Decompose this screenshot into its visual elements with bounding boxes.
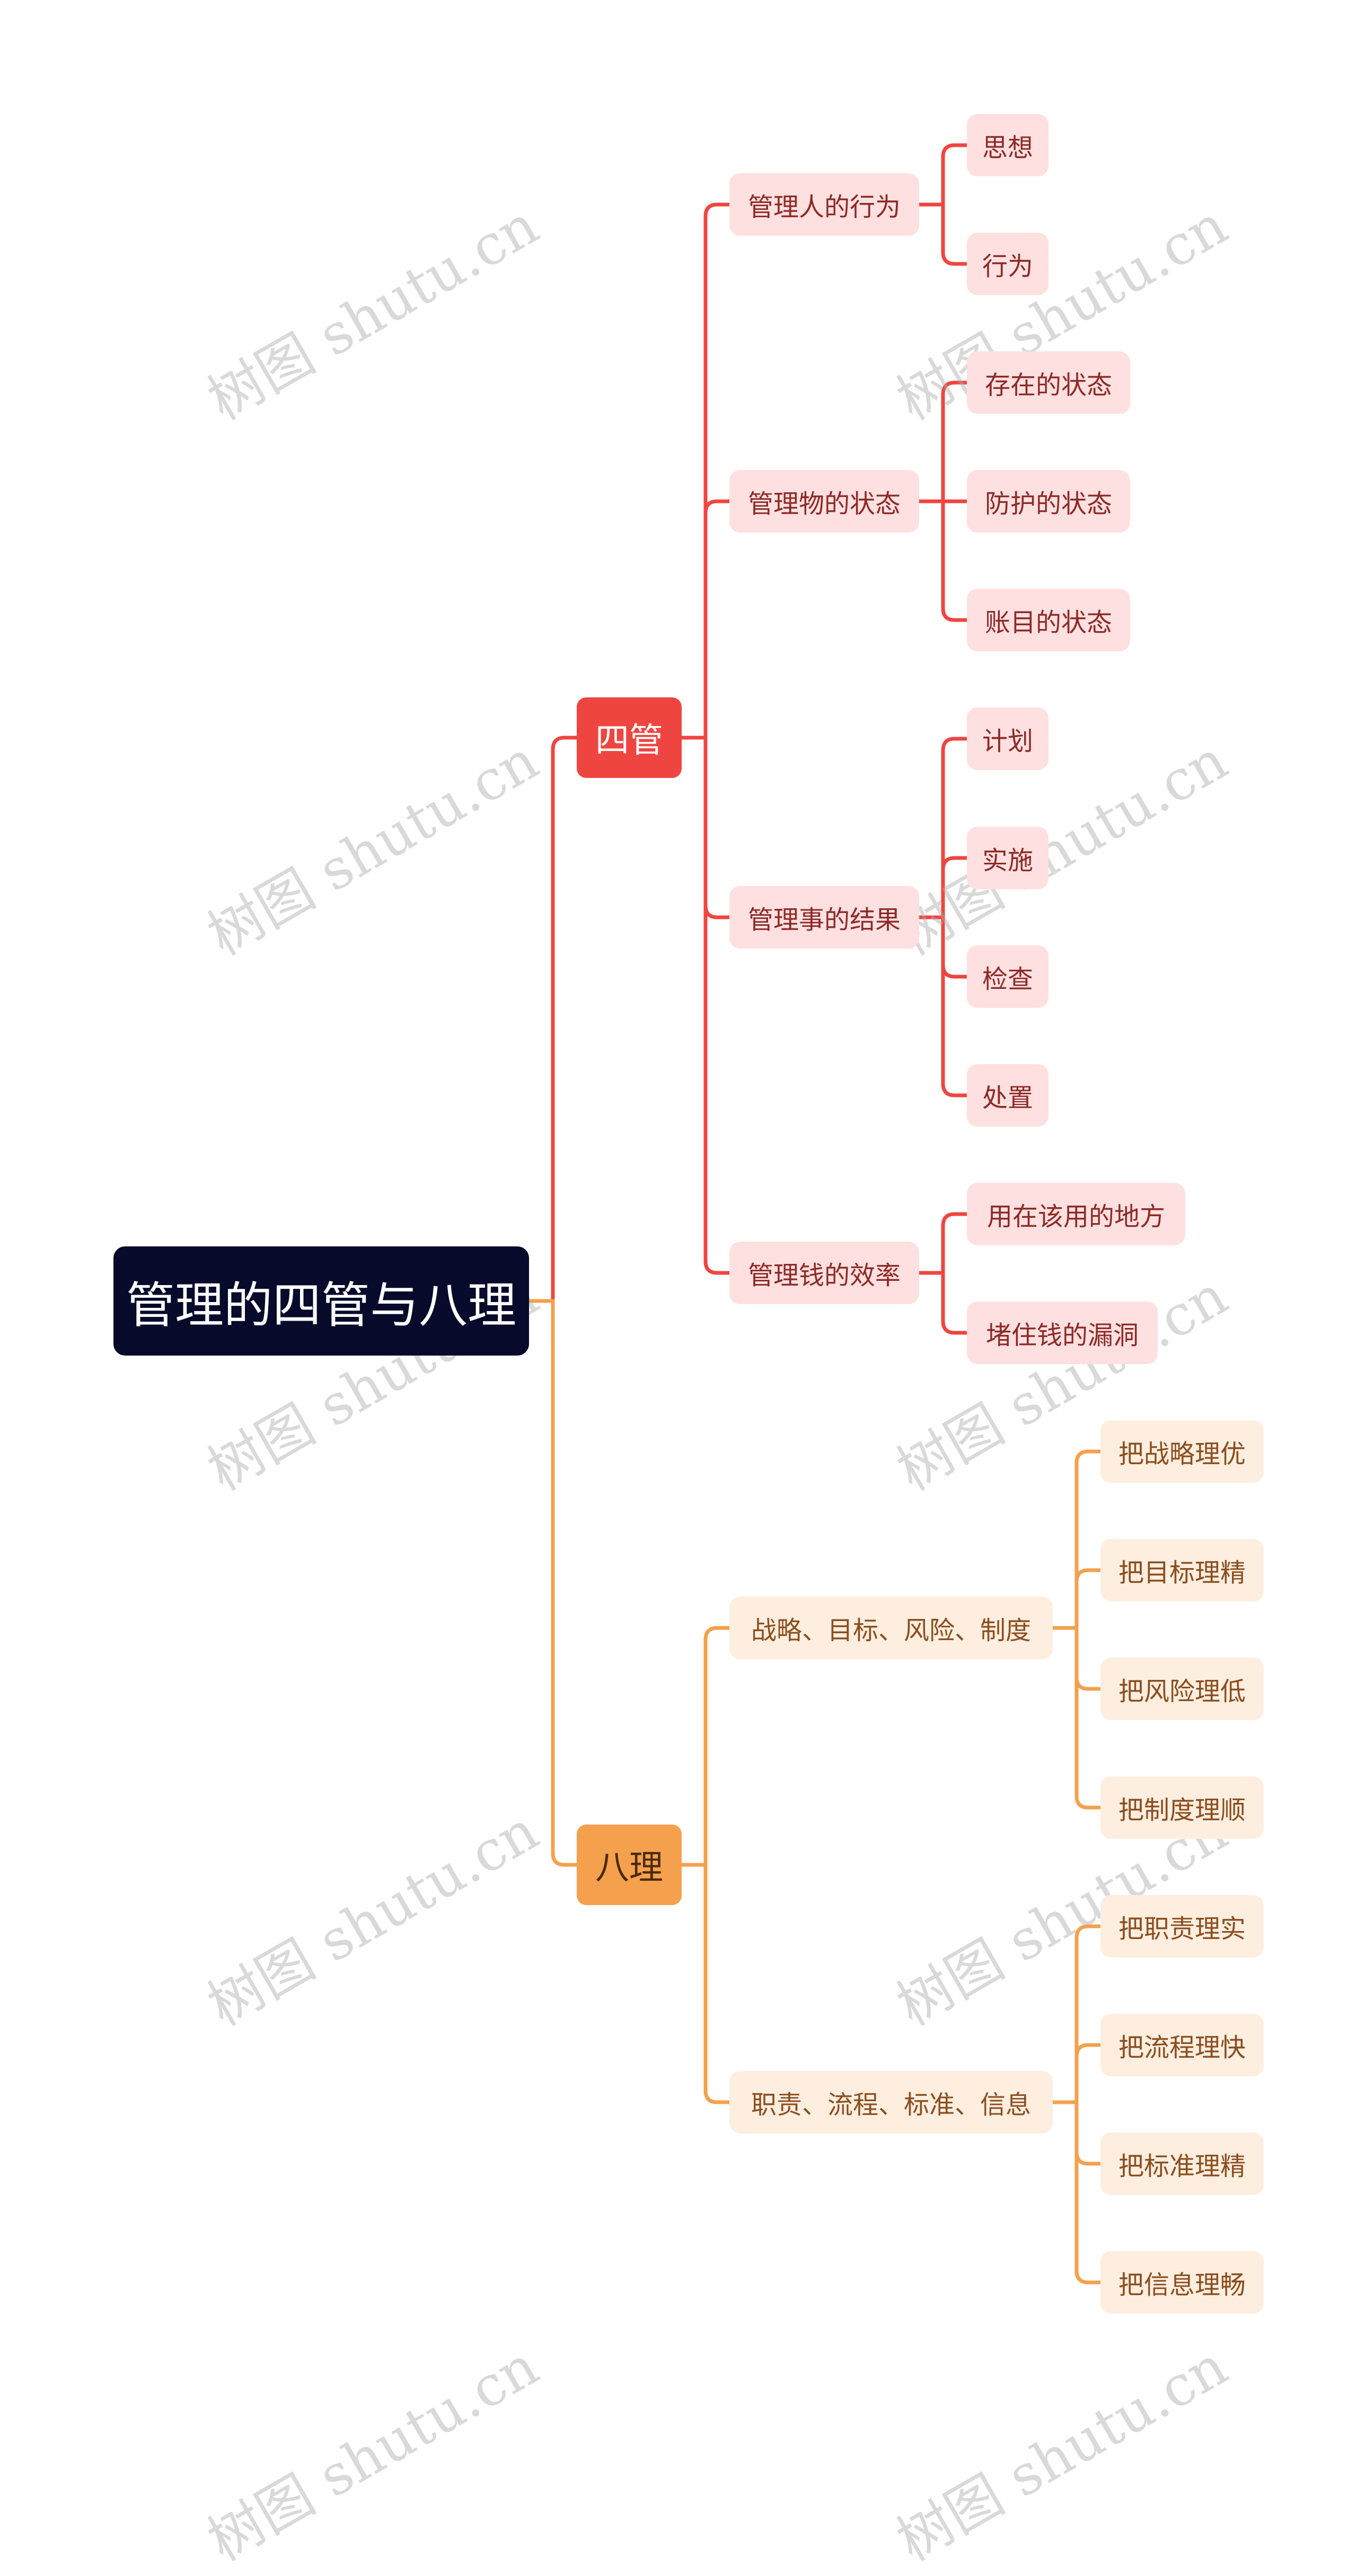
leaf-node[interactable]: 把职责理实	[1100, 1895, 1264, 1958]
leaf-node[interactable]: 实施	[967, 827, 1048, 889]
connector-bali-topics	[703, 1863, 732, 2104]
leaf-node[interactable]: 检查	[967, 945, 1048, 1008]
connector-topic-leaves	[941, 1271, 969, 1335]
connector-root-bali	[527, 1299, 579, 1867]
mindmap-canvas: 树图 shutu.cn 树图 shutu.cn 树图 shutu.cn 树图 s…	[113, 114, 1264, 2573]
connector-topic-leaves	[941, 1212, 969, 1275]
leaf-node[interactable]: 把信息理畅	[1100, 2251, 1264, 2314]
topic-node[interactable]: 管理物的状态	[729, 470, 919, 533]
leaf-node[interactable]: 把目标理精	[1100, 1539, 1264, 1601]
connector-topic-leaves	[941, 499, 969, 622]
connector-topic-leaves	[1074, 1449, 1103, 1630]
leaf-node[interactable]: 把制度理顺	[1100, 1776, 1264, 1839]
connector-topic-leaves	[1074, 2100, 1103, 2285]
connector-topic-leaves	[941, 380, 969, 503]
connector-sigan-topics	[703, 499, 732, 740]
connector-sigan-topics	[703, 736, 732, 1275]
connector-topic-leaves	[1074, 2043, 1103, 2104]
connector-sigan-topics	[703, 202, 732, 740]
leaf-node[interactable]: 处置	[967, 1064, 1048, 1127]
topic-node[interactable]: 管理人的行为	[729, 173, 919, 236]
topic-node[interactable]: 职责、流程、标准、信息	[729, 2071, 1053, 2134]
connector-topic-leaves	[1074, 1626, 1103, 1810]
leaf-node[interactable]: 把标准理精	[1100, 2132, 1264, 2195]
connector-topic-leaves	[941, 143, 969, 207]
topic-node[interactable]: 管理事的结果	[729, 886, 919, 949]
leaf-node[interactable]: 行为	[967, 233, 1048, 295]
connector-topic-leaves	[1074, 1626, 1103, 1691]
connector-sigan-topics	[703, 736, 732, 919]
root-node[interactable]: 管理的四管与八理	[113, 1246, 529, 1356]
branch-node-sigan[interactable]: 四管	[577, 697, 682, 778]
connector-bali-topics	[703, 1626, 732, 1867]
topic-node[interactable]: 管理钱的效率	[729, 1242, 919, 1304]
connector-topic-leaves	[941, 856, 969, 919]
leaf-node[interactable]: 把流程理快	[1100, 2014, 1264, 2076]
branch-node-bali[interactable]: 八理	[577, 1825, 682, 1905]
leaf-node[interactable]: 防护的状态	[967, 470, 1130, 533]
connector-topic-leaves	[1074, 1924, 1103, 2104]
leaf-node[interactable]: 堵住钱的漏洞	[967, 1302, 1158, 1364]
connector-topic-leaves	[941, 737, 969, 919]
leaf-node[interactable]: 把战略理优	[1100, 1420, 1264, 1483]
topic-node[interactable]: 战略、目标、风险、制度	[729, 1597, 1053, 1659]
leaf-node[interactable]: 把风险理低	[1100, 1658, 1264, 1720]
connector-topic-leaves	[941, 915, 969, 979]
connector-topic-leaves	[941, 202, 969, 266]
leaf-node[interactable]: 账目的状态	[967, 589, 1130, 651]
leaf-node[interactable]: 存在的状态	[967, 351, 1130, 414]
connector-lines	[527, 143, 1103, 2285]
leaf-node[interactable]: 用在该用的地方	[967, 1183, 1185, 1245]
leaf-node[interactable]: 计划	[967, 707, 1048, 770]
connector-root-sigan	[527, 736, 579, 1303]
connector-topic-leaves	[1074, 1568, 1103, 1630]
leaf-node[interactable]: 思想	[967, 114, 1048, 176]
connector-topic-leaves	[941, 915, 969, 1097]
connector-topic-leaves	[1074, 2100, 1103, 2166]
